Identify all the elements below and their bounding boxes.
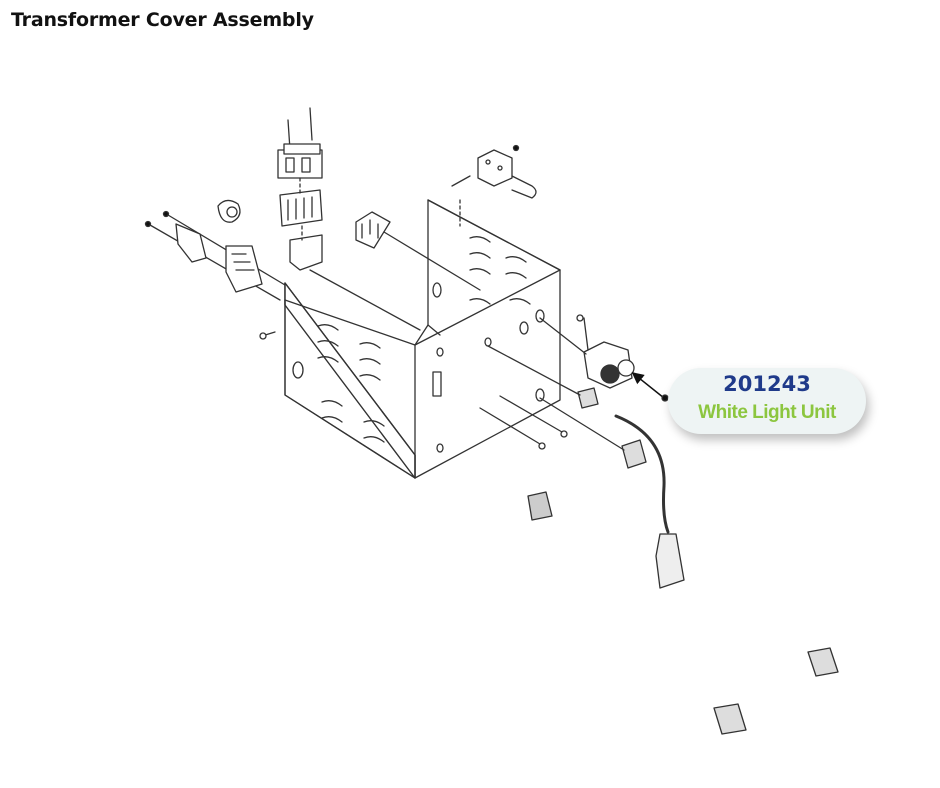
white-light-unit-part [539,317,635,389]
enclosure-body [284,199,561,479]
part-callout: 201243 White Light Unit [668,368,866,434]
bracket-and-breaker [144,199,286,340]
part-name: White Light Unit [698,402,836,423]
lamp-socket-block [451,144,537,227]
part-number: 201243 [723,372,811,396]
page-title: Transformer Cover Assembly [11,9,314,31]
fittings-and-screws [479,314,839,735]
enclosure-left-panel [284,282,444,479]
callout-leader [631,372,669,402]
contactor-assembly [277,107,421,331]
terminal-block [355,211,481,291]
